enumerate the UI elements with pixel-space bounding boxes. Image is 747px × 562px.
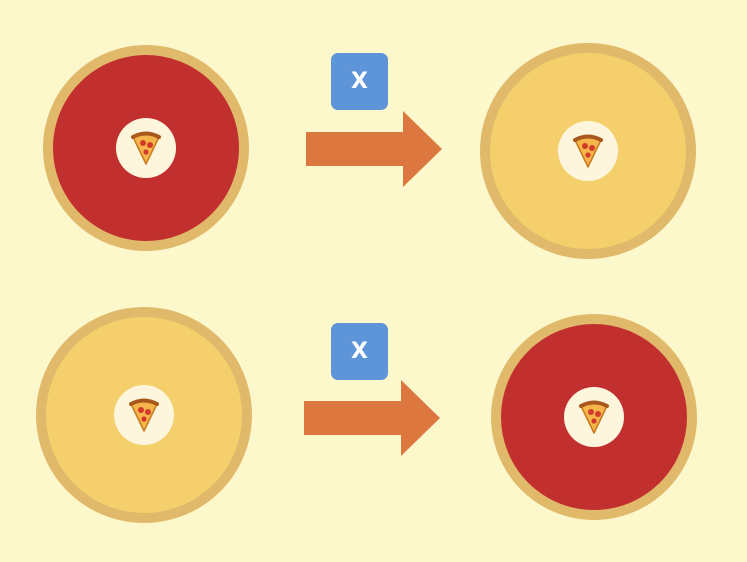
input-pizza-cheese bbox=[36, 307, 252, 523]
pizza-center bbox=[558, 121, 618, 181]
output-pizza-cheese bbox=[480, 43, 696, 259]
output-pizza-sauce bbox=[491, 314, 697, 520]
pizza-center bbox=[114, 385, 174, 445]
gate-label: X bbox=[351, 339, 368, 364]
x-gate-box: X bbox=[331, 53, 388, 110]
pizza-slice-icon bbox=[131, 131, 161, 165]
x-gate-box: X bbox=[331, 323, 388, 380]
input-pizza-sauce bbox=[43, 45, 249, 251]
pizza-slice-icon bbox=[573, 134, 603, 168]
pizza-slice-icon bbox=[129, 398, 159, 432]
pizza-center bbox=[116, 118, 176, 178]
transform-arrow bbox=[306, 111, 442, 187]
gate-label: X bbox=[351, 69, 368, 94]
pizza-center bbox=[564, 387, 624, 447]
pizza-slice-icon bbox=[579, 400, 609, 434]
transform-arrow bbox=[304, 380, 440, 456]
